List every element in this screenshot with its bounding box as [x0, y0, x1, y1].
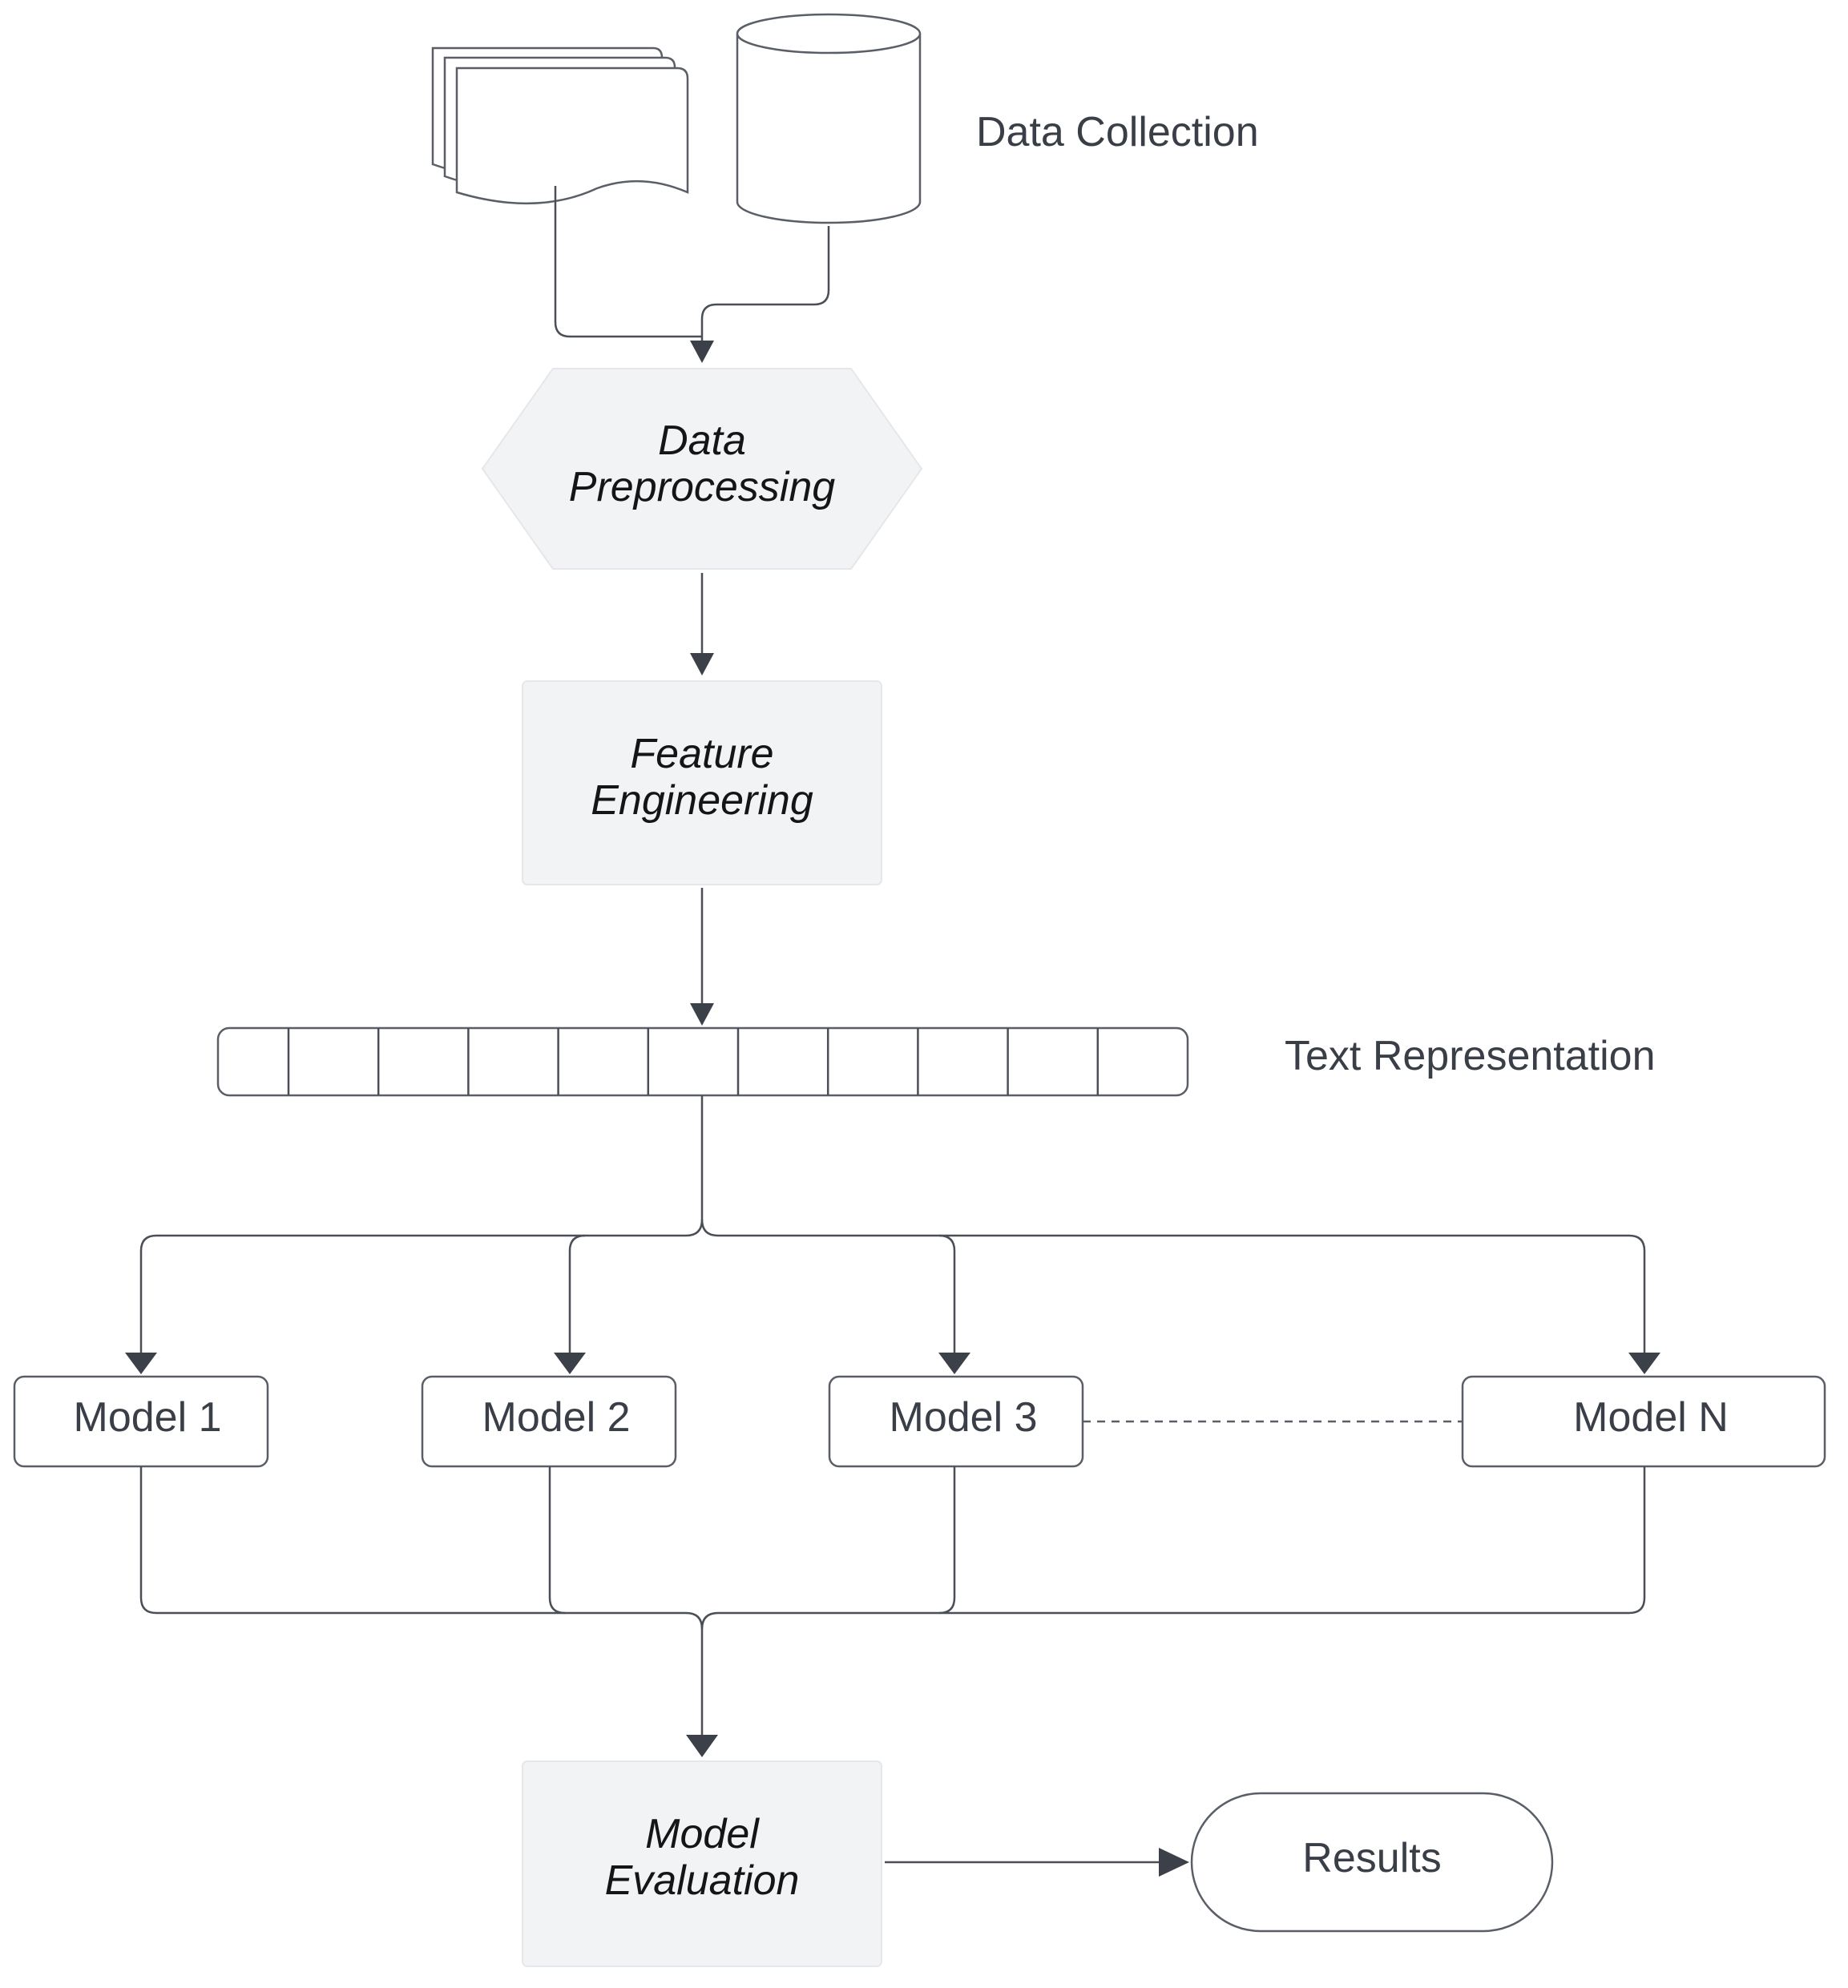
database-cylinder-icon	[736, 13, 922, 224]
text-representation-label: Text Representation	[1285, 1033, 1656, 1079]
feature-engineering-label-line1: Feature	[630, 731, 773, 777]
data-preprocessing-label-line1: Data	[658, 417, 746, 464]
results-label: Results	[1302, 1835, 1441, 1881]
multi-document-icon	[431, 46, 689, 205]
feature-engineering-label-line2: Engineering	[591, 777, 813, 824]
model-n-label: Model N	[1573, 1394, 1729, 1441]
arrowhead	[125, 1353, 157, 1374]
model-evaluation-label-line2: Evaluation	[605, 1857, 800, 1904]
branch-connectors	[125, 1095, 1660, 1374]
model-3-node: Model 3	[828, 1375, 1084, 1468]
collection-connectors	[554, 186, 830, 363]
arrow-preprocessing-to-feature	[690, 573, 714, 675]
model-2-label: Model 2	[482, 1394, 631, 1441]
arrowhead	[690, 341, 714, 363]
arrow-evaluation-to-results	[885, 1848, 1189, 1877]
data-collection-label: Data Collection	[976, 109, 1259, 155]
arrowhead	[1628, 1353, 1660, 1374]
model-3-label: Model 3	[890, 1394, 1038, 1441]
data-preprocessing-node: Data Preprocessing	[482, 368, 922, 570]
arrowhead	[554, 1353, 586, 1374]
model-1-label: Model 1	[74, 1394, 222, 1441]
model-n-node: Model N	[1461, 1375, 1826, 1468]
results-node: Results	[1190, 1792, 1554, 1933]
arrowhead	[938, 1353, 970, 1374]
model-evaluation-node: Model Evaluation	[522, 1760, 882, 1967]
feature-engineering-node: Feature Engineering	[522, 680, 882, 885]
text-representation-vector	[216, 1026, 1189, 1097]
arrow-feature-to-representation	[690, 888, 714, 1026]
arrowhead	[686, 1735, 718, 1757]
model-1-node: Model 1	[13, 1375, 269, 1468]
data-preprocessing-label-line2: Preprocessing	[569, 464, 835, 510]
model-2-node: Model 2	[421, 1375, 677, 1468]
merge-connectors	[139, 1466, 1646, 1757]
model-evaluation-label-line1: Model	[645, 1811, 760, 1857]
